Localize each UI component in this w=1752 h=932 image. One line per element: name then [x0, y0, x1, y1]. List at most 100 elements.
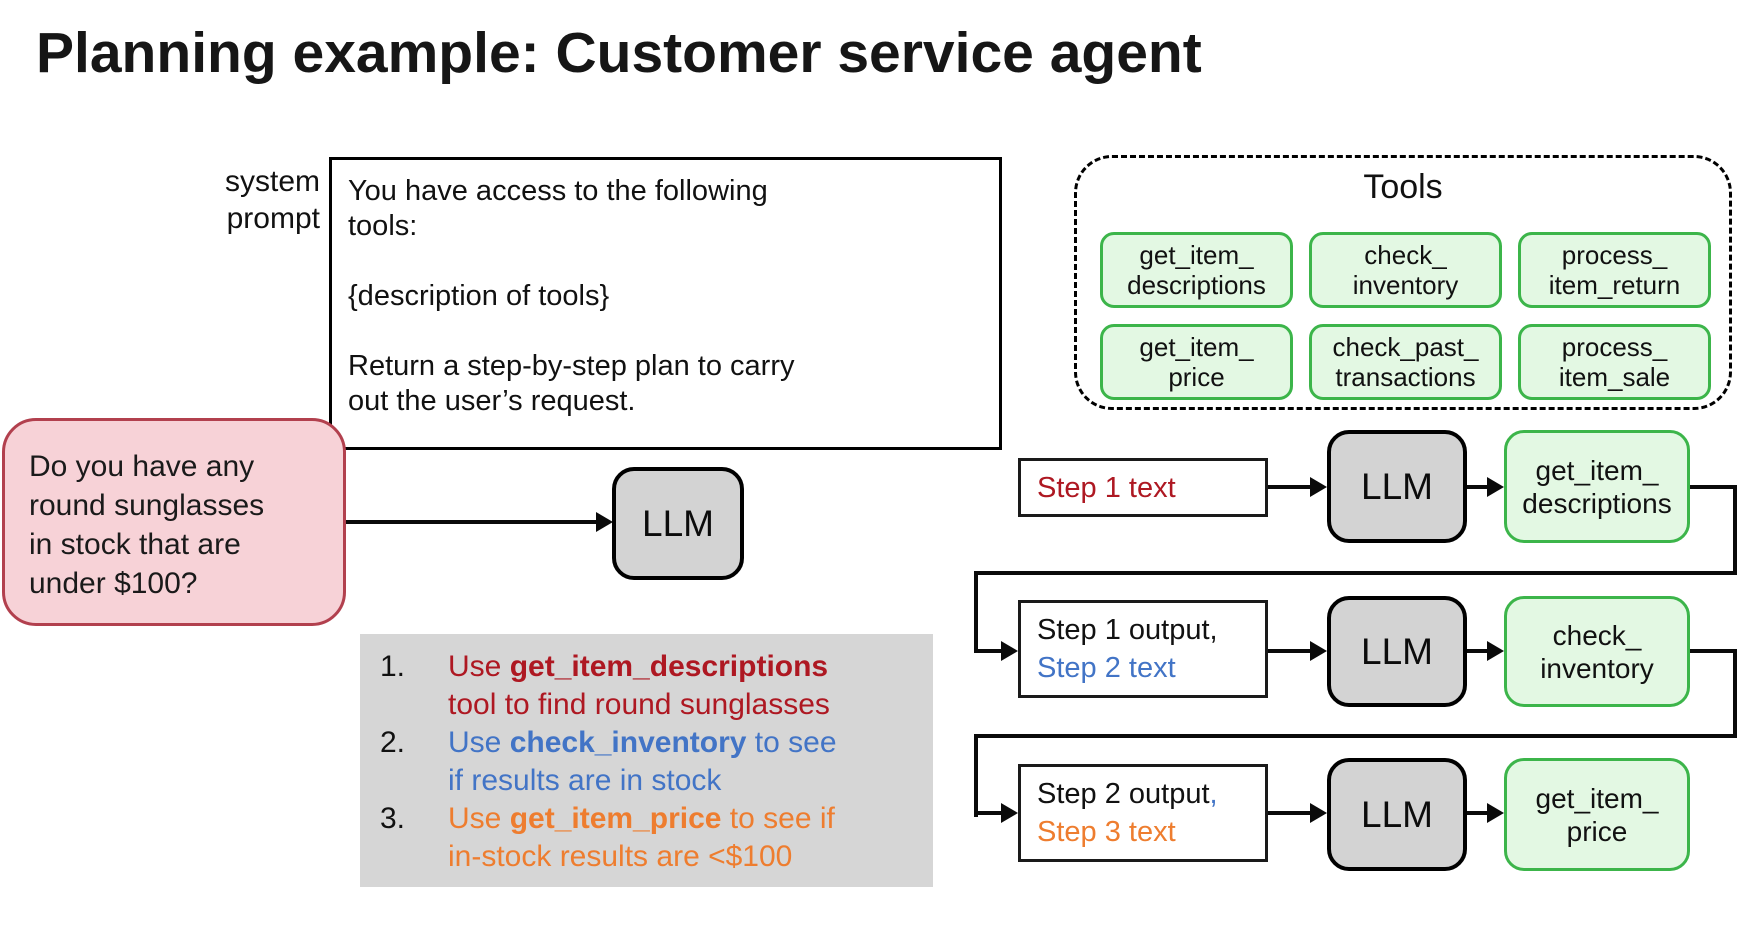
tools-panel: Tools get_item_ descriptions check_ inve…: [1074, 155, 1732, 410]
tool-chip-line: check_past_: [1332, 332, 1479, 362]
connector-1-arrow-head: [1001, 641, 1018, 661]
tool-check-inventory: check_ inventory: [1309, 232, 1502, 308]
plan-item-tool-name: get_item_descriptions: [509, 650, 829, 683]
tool-check-past-transactions: check_past_ transactions: [1309, 324, 1502, 400]
user-message-line: in stock that are: [29, 528, 241, 561]
connector-2-down-left: [974, 734, 978, 817]
connector-2-arrow-head: [1001, 803, 1018, 823]
plan-item-number: 2.: [380, 726, 406, 759]
system-prompt-line: tools:: [348, 210, 418, 242]
plan-item-rest: to see: [746, 726, 837, 759]
llm-label: LLM: [1361, 793, 1433, 835]
plan-item-tool-name: check_inventory: [509, 726, 747, 759]
tool-process-item-return: process_ item_return: [1518, 232, 1711, 308]
flow-tool-3-line: price: [1566, 815, 1628, 847]
user-message-line: Do you have any: [29, 450, 255, 483]
flow-llm-box-2: LLM: [1327, 596, 1467, 707]
flow-llm-box-3: LLM: [1327, 758, 1467, 871]
plan-item-prefix: Use: [448, 726, 510, 759]
system-prompt-line: Return a step-by-step plan to carry: [348, 350, 795, 382]
system-prompt-line: You have access to the following: [348, 175, 768, 207]
page-title: Planning example: Customer service agent: [36, 21, 1202, 85]
arrow-step3-to-llm-line: [1268, 811, 1313, 815]
flow-step-2-text: Step 2 text: [1037, 652, 1176, 684]
tool-chip-line: inventory: [1352, 270, 1459, 300]
tool-chip-line: process_: [1561, 240, 1668, 270]
arrow-step1-to-llm-line: [1268, 485, 1313, 489]
system-prompt-label-line1: system: [224, 165, 320, 198]
plan-item-line2: if results are in stock: [448, 764, 722, 797]
llm-label: LLM: [1361, 630, 1433, 672]
user-message-line: round sunglasses: [29, 489, 265, 522]
tool-chip-line: item_sale: [1558, 362, 1671, 392]
connector-1-down-left: [974, 571, 978, 653]
arrow-step1-to-llm-head: [1310, 477, 1327, 497]
flow-step-box-3: Step 2 output, Step 3 text: [1018, 764, 1268, 862]
connector-2-stub-out: [1690, 649, 1737, 653]
plan-item-line2: in-stock results are <$100: [448, 840, 793, 873]
plan-item-prefix: Use: [448, 650, 510, 683]
arrow-user-to-llm-head: [596, 512, 613, 532]
tool-chip-line: transactions: [1335, 362, 1476, 392]
connector-2-stub-in: [974, 811, 1006, 815]
flow-step-box-1: Step 1 text: [1018, 458, 1268, 517]
plan-item-tool-name: get_item_price: [509, 802, 722, 835]
arrow-llm2-to-tool-line: [1467, 649, 1490, 653]
tool-process-item-sale: process_ item_sale: [1518, 324, 1711, 400]
tool-chip-line: process_: [1561, 332, 1668, 362]
flow-step-3-output-label: Step 2 output: [1037, 778, 1210, 810]
system-prompt-paragraph-2: {description of tools}: [348, 279, 983, 314]
flow-tool-1-line: get_item_: [1535, 454, 1659, 486]
arrow-step3-to-llm-head: [1310, 803, 1327, 823]
system-prompt-paragraph-3: Return a step-by-step plan to carry out …: [348, 349, 983, 419]
flow-step-3-text: Step 3 text: [1037, 816, 1176, 848]
plan-item-2: 2. Use check_inventory to see if results…: [360, 724, 933, 800]
connector-2-long-horizontal: [974, 734, 1737, 738]
flow-step-3-comma: ,: [1209, 778, 1218, 810]
plan-item-line1: Use check_inventory to see: [448, 724, 933, 762]
tool-chip-line: get_item_: [1139, 240, 1254, 270]
flow-step-box-2: Step 1 output, Step 2 text: [1018, 600, 1268, 698]
tool-chip-line: descriptions: [1127, 270, 1266, 300]
tool-chip-line: check_: [1364, 240, 1447, 270]
tools-panel-title: Tools: [1363, 168, 1443, 206]
llm-box-main: LLM: [612, 467, 744, 580]
flow-tool-box-1: get_item_ descriptions: [1504, 430, 1690, 543]
tool-get-item-price: get_item_ price: [1100, 324, 1293, 400]
plan-item-3: 3. Use get_item_price to see if in-stock…: [360, 800, 933, 876]
system-prompt-label: system prompt: [120, 163, 320, 237]
flow-step-1-text: Step 1 text: [1037, 471, 1176, 504]
flow-tool-3-line: get_item_: [1535, 782, 1659, 814]
flow-tool-1-line: descriptions: [1522, 487, 1672, 519]
plan-item-line1: Use get_item_price to see if: [448, 800, 933, 838]
user-message-line: under $100?: [29, 567, 198, 600]
user-message-bubble: Do you have any round sunglasses in stoc…: [2, 418, 346, 626]
llm-label: LLM: [1361, 465, 1433, 507]
tool-chip-line: get_item_: [1139, 332, 1254, 362]
tool-get-item-descriptions: get_item_ descriptions: [1100, 232, 1293, 308]
system-prompt-line: {description of tools}: [348, 280, 610, 312]
plan-item-line1: Use get_item_descriptions: [448, 648, 933, 686]
flow-llm-box-1: LLM: [1327, 430, 1467, 543]
system-prompt-label-line2: prompt: [226, 202, 320, 235]
connector-1-stub-in: [974, 649, 1006, 653]
arrow-llm2-to-tool-head: [1487, 641, 1504, 661]
connector-1-stub-out: [1690, 485, 1737, 489]
flow-step-3-output-text: Step 2 output,: [1037, 775, 1265, 813]
arrow-user-to-llm-line: [346, 520, 598, 524]
flow-tool-box-3: get_item_ price: [1504, 758, 1690, 871]
system-prompt-paragraph-1: You have access to the following tools:: [348, 174, 983, 244]
arrow-llm3-to-tool-head: [1487, 803, 1504, 823]
connector-2-down-right: [1733, 649, 1737, 738]
llm-label: LLM: [642, 502, 714, 544]
tool-chip-line: price: [1168, 362, 1225, 392]
flow-tool-2-line: check_: [1552, 619, 1642, 651]
plan-item-rest: to see if: [721, 802, 835, 835]
flow-tool-box-2: check_ inventory: [1504, 596, 1690, 707]
system-prompt-line: out the user’s request.: [348, 385, 636, 417]
plan-item-number: 1.: [380, 650, 406, 683]
connector-1-down-right: [1733, 485, 1737, 575]
arrow-llm3-to-tool-line: [1467, 811, 1490, 815]
flow-step-2-output-text: Step 1 output,: [1037, 614, 1218, 646]
